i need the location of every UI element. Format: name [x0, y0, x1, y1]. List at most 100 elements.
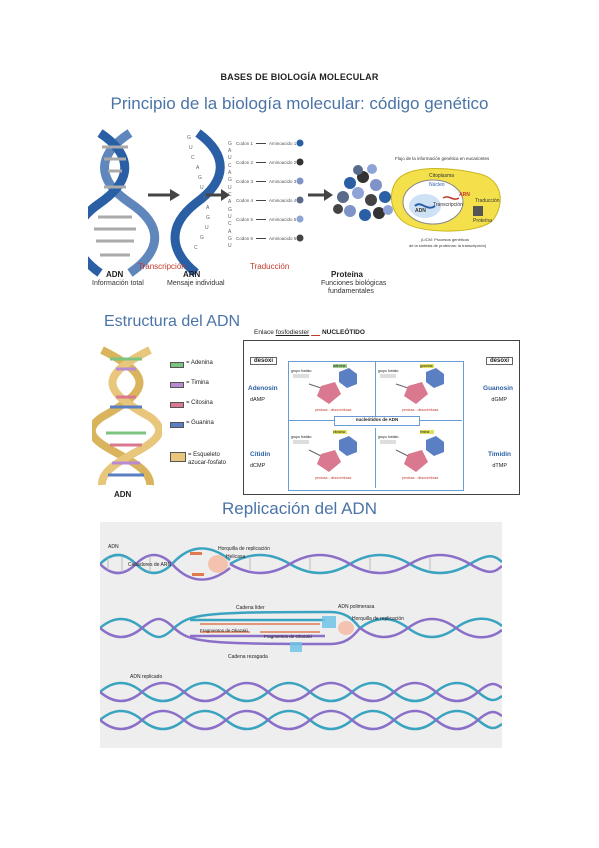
base-label: guanina [420, 364, 433, 368]
aminoacid-dot-icon [296, 196, 304, 204]
svg-text:C: C [203, 195, 207, 201]
base-label: citosina [333, 430, 345, 434]
nucleotide-grid: grupo fosfato adenina pentosa - desoxirr… [288, 361, 464, 491]
svg-text:U: U [205, 225, 209, 231]
grupo-fosfato-label: grupo fosfato [378, 369, 399, 373]
base-label: adenina [333, 364, 346, 368]
timidin-label: Timidin [488, 451, 511, 458]
svg-text:C: C [191, 155, 195, 161]
cell-transcripcion-label: Transcripción [433, 202, 463, 208]
nucleotide-panel: Enlace fosfodiester NUCLEÓTIDO desoxi de… [243, 329, 520, 495]
guanosin-label: Guanosin [483, 385, 513, 392]
citoplasma-label: Citoplasma [429, 173, 455, 179]
svg-text:G: G [198, 175, 202, 181]
section2-title: Estructura del ADN [104, 313, 241, 330]
cell-flow-box: Flujo de la información genética en euca… [385, 150, 510, 250]
document-title: BASES DE BIOLOGÍA MOLECULAR [220, 72, 379, 82]
cell-caption-1: (LICM: Procesos genéticos [421, 237, 470, 242]
cell-adn-label: ADN [415, 208, 426, 214]
arrow-icon [308, 189, 333, 201]
codon-label: Codon 4 [236, 198, 254, 203]
desoxi-right-label: desoxi [485, 357, 513, 365]
nucleotide-structure-icon [380, 430, 444, 472]
legend-label: = Timina [186, 380, 209, 386]
dcmp-label: dCMP [250, 463, 266, 469]
svg-text:U: U [228, 185, 232, 191]
proteina-sublabel-2: fundamentales [328, 288, 374, 295]
svg-text:G: G [228, 141, 232, 147]
legend-label: = Adenina [186, 360, 213, 366]
helix-adn-label: ADN [114, 490, 132, 499]
aminoacid-label: Aminoacido 4 [269, 198, 297, 203]
legend-label: = Guanina [186, 420, 214, 426]
grupo-fosfato-label: grupo fosfato [378, 435, 399, 439]
protein-cluster-icon [333, 164, 393, 221]
dna-helix-icon [88, 129, 160, 277]
svg-text:G: G [228, 236, 232, 242]
sugar-label: pentosa - desoxirribosa [315, 408, 352, 412]
svg-text:C: C [194, 245, 198, 251]
codon-label: Codon 2 [236, 160, 254, 165]
aminoacid-dot-icon [296, 177, 304, 185]
svg-text:A: A [228, 199, 232, 205]
svg-text:G: G [206, 215, 210, 221]
cell-traduccion-label: Traducción [475, 198, 500, 204]
svg-text:C: C [228, 192, 232, 198]
nucleotide-cell-guanina: grupo fosfato guanina pentosa - desoxirr… [376, 362, 462, 421]
nucleotide-structure-icon [293, 364, 357, 404]
legend-label: = Esqueleto azucar-fosfato [188, 452, 227, 466]
legend-swatch [170, 452, 186, 462]
legend-swatch [170, 382, 184, 388]
legend-swatch [170, 362, 184, 368]
svg-text:G: G [228, 177, 232, 183]
damp-label: dAMP [250, 397, 265, 403]
nucleotidos-de-adn-label: nucleótidos de ADN [334, 416, 420, 426]
nucleotido-label: NUCLEÓTIDO [321, 329, 365, 336]
fragmentos2-label: Fragmentos de Okazaki [264, 634, 312, 639]
transcripcion-label: Transcripción [138, 262, 186, 271]
sugar-label: pentosa - desoxirribosa [402, 408, 439, 412]
svg-text:U: U [228, 214, 232, 220]
arn-label: ARN [183, 270, 201, 279]
svg-text:A: A [228, 148, 232, 154]
horquilla-label: Horquilla de replicación [218, 546, 270, 552]
codon-letters: GAU CAG UCA GUC AGU [228, 141, 232, 249]
fragmentos1-label: Fragmentos de Okazaki [200, 628, 248, 633]
nucleotide-structure-icon [293, 430, 357, 472]
codon-label: Codon 6 [236, 236, 254, 241]
proteina-sublabel-1: Funciones biológicas [321, 280, 387, 287]
codon-label: Codon 5 [236, 217, 254, 222]
horquilla2-label: Horquilla de replicación [352, 616, 404, 622]
dna-structure-helix-icon [92, 346, 162, 486]
svg-text:U: U [189, 145, 193, 151]
cadena-lider-label: Cadena líder [236, 605, 265, 611]
replication-panel: ADN Horquilla de replicación Helicasa Ce… [99, 522, 503, 748]
svg-text:A: A [196, 165, 200, 171]
aminoacid-label: Aminoacido 2 [269, 160, 297, 165]
svg-text:U: U [228, 155, 232, 161]
genetic-code-figure: GUC AGU CAG UGC GAU CAG UCA GUC AGU Codo… [88, 129, 393, 277]
codon-label: Codon 3 [236, 179, 254, 184]
legend-swatch [170, 402, 184, 408]
nucleotide-cell-adenina: grupo fosfato adenina pentosa - desoxirr… [289, 362, 376, 421]
nucleo-label: Núcleo [429, 182, 445, 188]
dtmp-label: dTMP [492, 463, 507, 469]
aminoacid-dot-icon [296, 139, 304, 147]
aminoacid-dot-icon [296, 158, 304, 166]
cebadores-label: Cebadores de ARN [128, 562, 172, 568]
aminoacid-label: Aminoacido 1 [269, 141, 297, 146]
nucleotide-structure-icon [380, 364, 444, 404]
proteina-label: Proteína [331, 270, 364, 279]
fosfodiester-label: fosfodiester [275, 329, 310, 336]
aminoacid-dot-icon [296, 234, 304, 242]
section3-title: Replicación del ADN [222, 499, 377, 518]
cell-arn-label: ARN [459, 192, 470, 198]
section1-title: Principio de la biología molecular: códi… [110, 94, 489, 113]
adenosin-label: Adenosin [248, 385, 278, 392]
enlace-label: Enlace [254, 329, 274, 336]
nucleotide-cell-citosina: grupo fosfato citosina pentosa - desoxir… [289, 428, 376, 488]
cell-caption-2: de la síntesis de proteínas: la transcri… [409, 243, 487, 248]
adn-sublabel: Información total [92, 280, 144, 287]
replication-diagram-icon [99, 547, 503, 731]
